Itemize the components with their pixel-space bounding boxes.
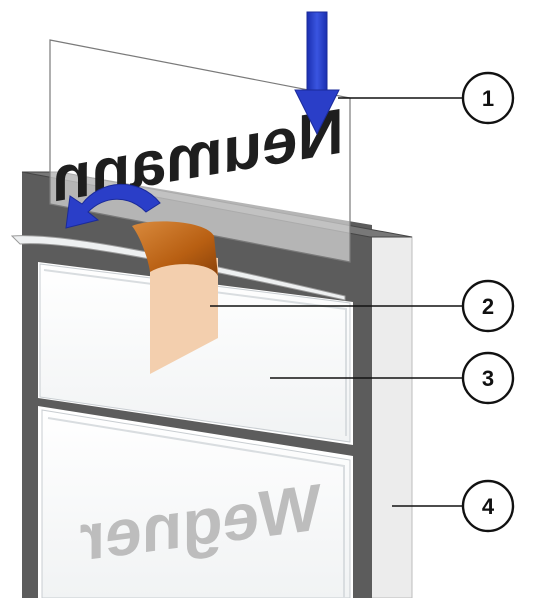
cover-panel-glass	[39, 263, 351, 443]
adhesive-strip	[10, 221, 346, 374]
insert-arrow-head	[294, 89, 340, 136]
cover-panel	[39, 263, 351, 443]
callout-3: 3	[461, 351, 515, 405]
frame-side-face	[369, 236, 413, 598]
tape-curl	[132, 221, 218, 276]
lower-panel-glass	[41, 409, 351, 598]
cover-panel-edge	[43, 269, 347, 436]
callout-2: 2	[461, 279, 515, 333]
peel-arrow	[65, 183, 161, 229]
callout-2-number: 2	[482, 294, 494, 319]
callout-3-circle	[461, 351, 515, 405]
callout-1-circle	[461, 71, 515, 125]
tape-strip	[150, 250, 218, 374]
callout-leaders	[210, 97, 463, 507]
callout-2-circle	[461, 279, 515, 333]
callout-1-number: 1	[482, 86, 494, 111]
insert-sheet-glass	[49, 39, 351, 263]
insert-arrow	[294, 11, 340, 136]
callout-4: 4	[461, 479, 515, 533]
lower-panel-edge	[47, 417, 345, 598]
callout-4-number: 4	[482, 494, 495, 519]
callout-3-number: 3	[482, 366, 494, 391]
lower-name-panel: Wegner	[41, 409, 351, 598]
peel-film	[10, 235, 346, 301]
insert-arrow-shaft	[306, 11, 328, 93]
callout-1: 1	[461, 71, 515, 125]
peel-arrow-body	[65, 183, 161, 229]
callout-4-circle	[461, 479, 515, 533]
